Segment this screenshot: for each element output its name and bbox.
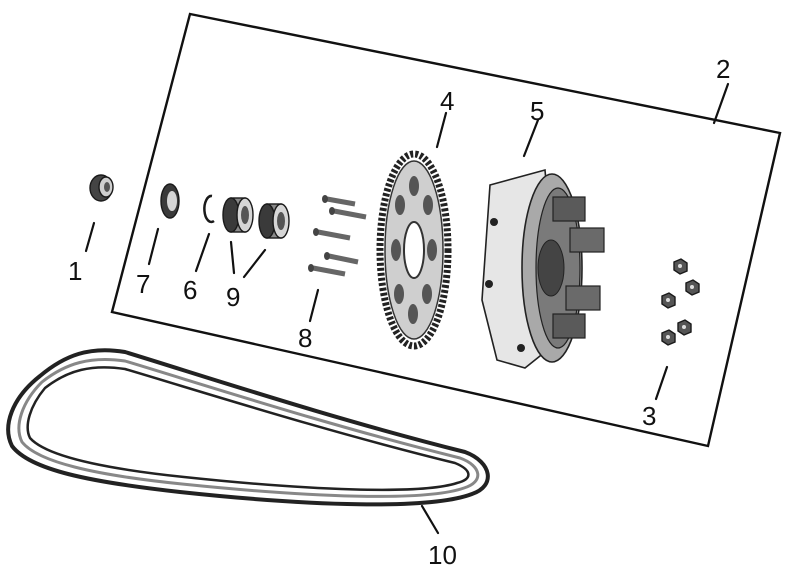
part-9-bearing-a	[222, 197, 254, 233]
leader-line-2	[712, 82, 730, 125]
bolt	[329, 207, 367, 220]
leader-line-6	[194, 232, 211, 273]
callout-4: 4	[440, 86, 454, 116]
part-1-cap	[89, 174, 114, 202]
nut	[661, 329, 676, 346]
nut	[685, 279, 700, 296]
callout-9: 9	[226, 282, 240, 312]
bolt	[324, 252, 359, 265]
callout-10: 10	[428, 540, 457, 570]
callout-6: 6	[183, 275, 197, 305]
leader-line-4	[435, 111, 448, 149]
leader-line-9b	[242, 248, 267, 279]
part-6-circlip	[203, 194, 215, 224]
callout-8: 8	[298, 323, 312, 353]
bolt	[313, 228, 351, 241]
leader-line-5	[522, 118, 540, 158]
bolt	[322, 195, 356, 207]
leader-line-1	[84, 221, 96, 253]
leader-line-7	[147, 227, 160, 266]
callout-3: 3	[642, 401, 656, 431]
part-3-nuts	[661, 258, 700, 346]
callout-7: 7	[136, 269, 150, 299]
leader-line-3	[654, 365, 669, 401]
part-7-washer	[160, 183, 180, 219]
callout-5: 5	[530, 96, 544, 126]
nut	[661, 292, 676, 309]
nut	[673, 258, 688, 275]
part-10-drive-belt	[6, 348, 490, 507]
nut	[677, 319, 692, 336]
leader-line-8	[308, 288, 320, 323]
leader-line-10	[420, 504, 440, 535]
bolt	[308, 264, 346, 277]
part-8-bolts	[308, 195, 367, 277]
callout-1: 1	[68, 256, 82, 286]
assembly-frame	[110, 12, 782, 448]
part-9-bearing-b	[258, 203, 290, 239]
part-5-clutch-hub	[481, 168, 605, 369]
leader-line-9a	[229, 240, 236, 275]
callout-2: 2	[716, 54, 730, 84]
part-4-sprocket	[376, 150, 452, 350]
